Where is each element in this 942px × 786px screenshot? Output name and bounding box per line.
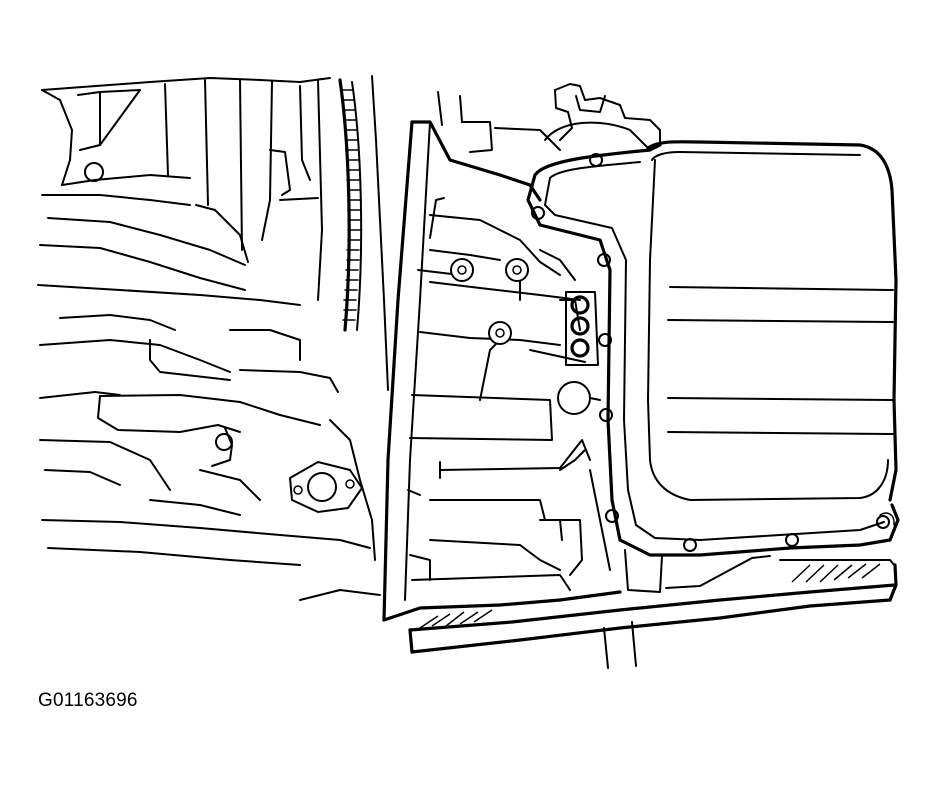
flywheel-ring-gear xyxy=(338,75,389,391)
frame-rail xyxy=(408,559,898,669)
engine-block-drawing xyxy=(37,77,381,601)
oil-pan xyxy=(526,140,900,593)
figure-id-label: G01163696 xyxy=(38,690,138,711)
transaxle-housing xyxy=(382,83,661,622)
oil-pan-bolts xyxy=(531,153,890,552)
